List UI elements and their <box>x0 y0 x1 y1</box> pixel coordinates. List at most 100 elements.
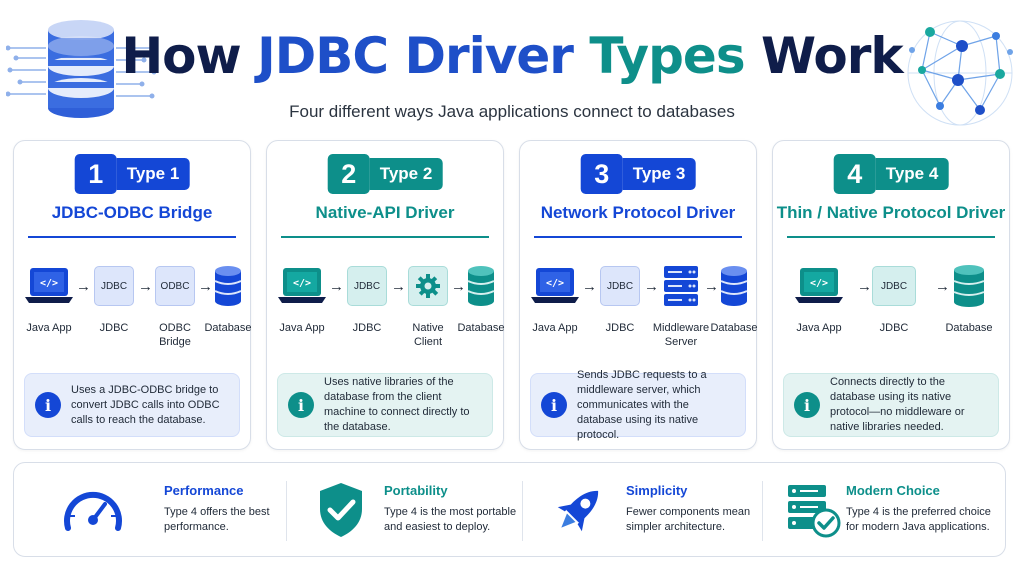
benefit-title: Modern Choice <box>846 483 940 498</box>
info-text: Sends JDBC requests to a middleware serv… <box>577 368 707 441</box>
database-circuit-icon <box>6 20 156 118</box>
flow-label: Java App <box>796 322 842 334</box>
badge-number: 2 <box>327 154 370 194</box>
info-icon: i <box>541 392 567 418</box>
flow-label: Database <box>457 322 505 334</box>
info-text: Uses a JDBC-ODBC bridge to convert JDBC … <box>71 383 220 426</box>
gear-icon <box>416 274 440 298</box>
badge-label: Type 1 <box>116 158 190 190</box>
flow-label: ODBC Bridge <box>159 322 191 348</box>
flow-node-database: Database <box>937 261 1001 335</box>
benefit-divider <box>286 481 287 541</box>
flow-label: Java App <box>532 322 578 334</box>
server-rack-icon <box>664 266 698 306</box>
jdbc-box: JDBC <box>872 266 916 306</box>
code-glyph: </> <box>546 278 564 289</box>
info-box: i Uses native libraries of the database … <box>277 373 493 437</box>
benefit-text: Fewer components mean simpler architectu… <box>626 506 751 533</box>
flow-label: JDBC <box>352 322 382 334</box>
card-type-3: 3 Type 3 Network Protocol Driver </> Jav… <box>519 140 758 450</box>
flow-arrow: → <box>138 278 153 295</box>
flow-arrow: → <box>857 278 872 295</box>
database-icon <box>720 266 748 306</box>
info-box: i Uses a JDBC-ODBC bridge to convert JDB… <box>24 373 240 437</box>
flow-node-jdbc: JDBC JDBC <box>335 261 399 335</box>
code-glyph: </> <box>293 278 311 289</box>
speedometer-icon <box>64 491 122 531</box>
database-icon <box>214 266 242 306</box>
card-title: JDBC-ODBC Bridge <box>51 203 213 222</box>
network-globe-icon <box>907 20 1013 126</box>
type-badge: 2 Type 2 <box>327 154 443 194</box>
flow-diagram: </> Java App → JDBC JDBC → Middleware Se… <box>520 261 758 356</box>
shield-check-icon <box>320 483 362 537</box>
server-check-icon <box>788 485 841 538</box>
benefit-performance: Performance Type 4 offers the best perfo… <box>44 463 284 558</box>
flow-label: Database <box>710 322 758 334</box>
flow-node-jdbc: JDBC JDBC <box>862 261 926 335</box>
card-type-1: 1 Type 1 JDBC-ODBC Bridge </> Java App →… <box>13 140 252 450</box>
flow-label: Java App <box>26 322 72 334</box>
badge-number: 4 <box>833 154 876 194</box>
badge-label: Type 3 <box>622 158 696 190</box>
benefit-simplicity: Simplicity Fewer components mean simpler… <box>530 463 770 558</box>
flow-node-java-app: </> Java App <box>270 261 334 335</box>
title-part-3: Types <box>589 27 745 85</box>
flow-label: Native Client <box>412 322 444 348</box>
flow-arrow: → <box>391 278 406 295</box>
flow-arrow: → <box>451 278 466 295</box>
benefit-divider <box>522 481 523 541</box>
jdbc-box: JDBC <box>347 266 387 306</box>
benefit-text: Type 4 offers the best performance. <box>164 506 270 533</box>
flow-node-java-app: </> Java App <box>523 261 587 335</box>
laptop-code-icon: </> <box>531 268 579 303</box>
title-divider <box>281 236 489 238</box>
badge-label: Type 4 <box>875 158 949 190</box>
flow-arrow: → <box>76 278 91 295</box>
laptop-code-icon: </> <box>278 268 326 303</box>
flow-node-database: Database <box>449 261 513 335</box>
card-title: Native-API Driver <box>315 203 455 222</box>
benefit-divider <box>762 481 763 541</box>
info-icon: i <box>35 392 61 418</box>
type-badge: 3 Type 3 <box>580 154 696 194</box>
flow-arrow: → <box>644 278 659 295</box>
badge-label: Type 2 <box>369 158 443 190</box>
title-part-4: Work <box>761 27 904 85</box>
code-glyph: </> <box>40 278 58 289</box>
info-box: i Sends JDBC requests to a middleware se… <box>530 369 746 441</box>
database-icon <box>467 266 495 306</box>
driver-cards: 1 Type 1 JDBC-ODBC Bridge </> Java App →… <box>13 140 1011 450</box>
benefit-text: Type 4 is the most portable and easiest … <box>384 506 517 533</box>
title-divider <box>787 236 995 238</box>
database-icon <box>953 265 985 307</box>
flow-label: JDBC <box>99 322 129 334</box>
title-part-1: How <box>121 27 241 85</box>
flow-node-middleware-server: Middleware Server <box>649 261 713 349</box>
card-title: Thin / Native Protocol Driver <box>776 203 1006 222</box>
info-box: i Connects directly to the database usin… <box>783 373 999 437</box>
flow-arrow: → <box>935 278 950 295</box>
page-subtitle: Four different ways Java applications co… <box>289 102 735 121</box>
badge-number: 3 <box>580 154 623 194</box>
flow-arrow: → <box>582 278 597 295</box>
card-type-4: 4 Type 4 Thin / Native Protocol Driver <… <box>772 140 1010 450</box>
title-divider <box>534 236 742 238</box>
flow-diagram: </> Java App → JDBC JDBC → ODBC ODBC Bri… <box>14 261 252 356</box>
flow-arrow: → <box>704 278 719 295</box>
flow-arrow: → <box>198 278 213 295</box>
info-text: Uses native libraries of the database fr… <box>324 376 470 433</box>
flow-label: Database <box>204 322 252 334</box>
odbc-box: ODBC <box>155 266 195 306</box>
benefit-text: Type 4 is the preferred choice for moder… <box>846 506 991 533</box>
flow-node-jdbc: JDBC JDBC <box>82 261 146 335</box>
flow-node-database: Database <box>196 261 260 335</box>
flow-label: JDBC <box>605 322 635 334</box>
header: How JDBC Driver Types Work Four differen… <box>0 0 1024 135</box>
info-icon: i <box>794 392 820 418</box>
title-part-2: JDBC Driver <box>257 27 574 85</box>
benefit-title: Performance <box>164 483 244 498</box>
flow-arrow: → <box>329 278 344 295</box>
benefit-title: Portability <box>384 483 448 498</box>
flow-node-java-app: </> Java App <box>17 261 81 335</box>
